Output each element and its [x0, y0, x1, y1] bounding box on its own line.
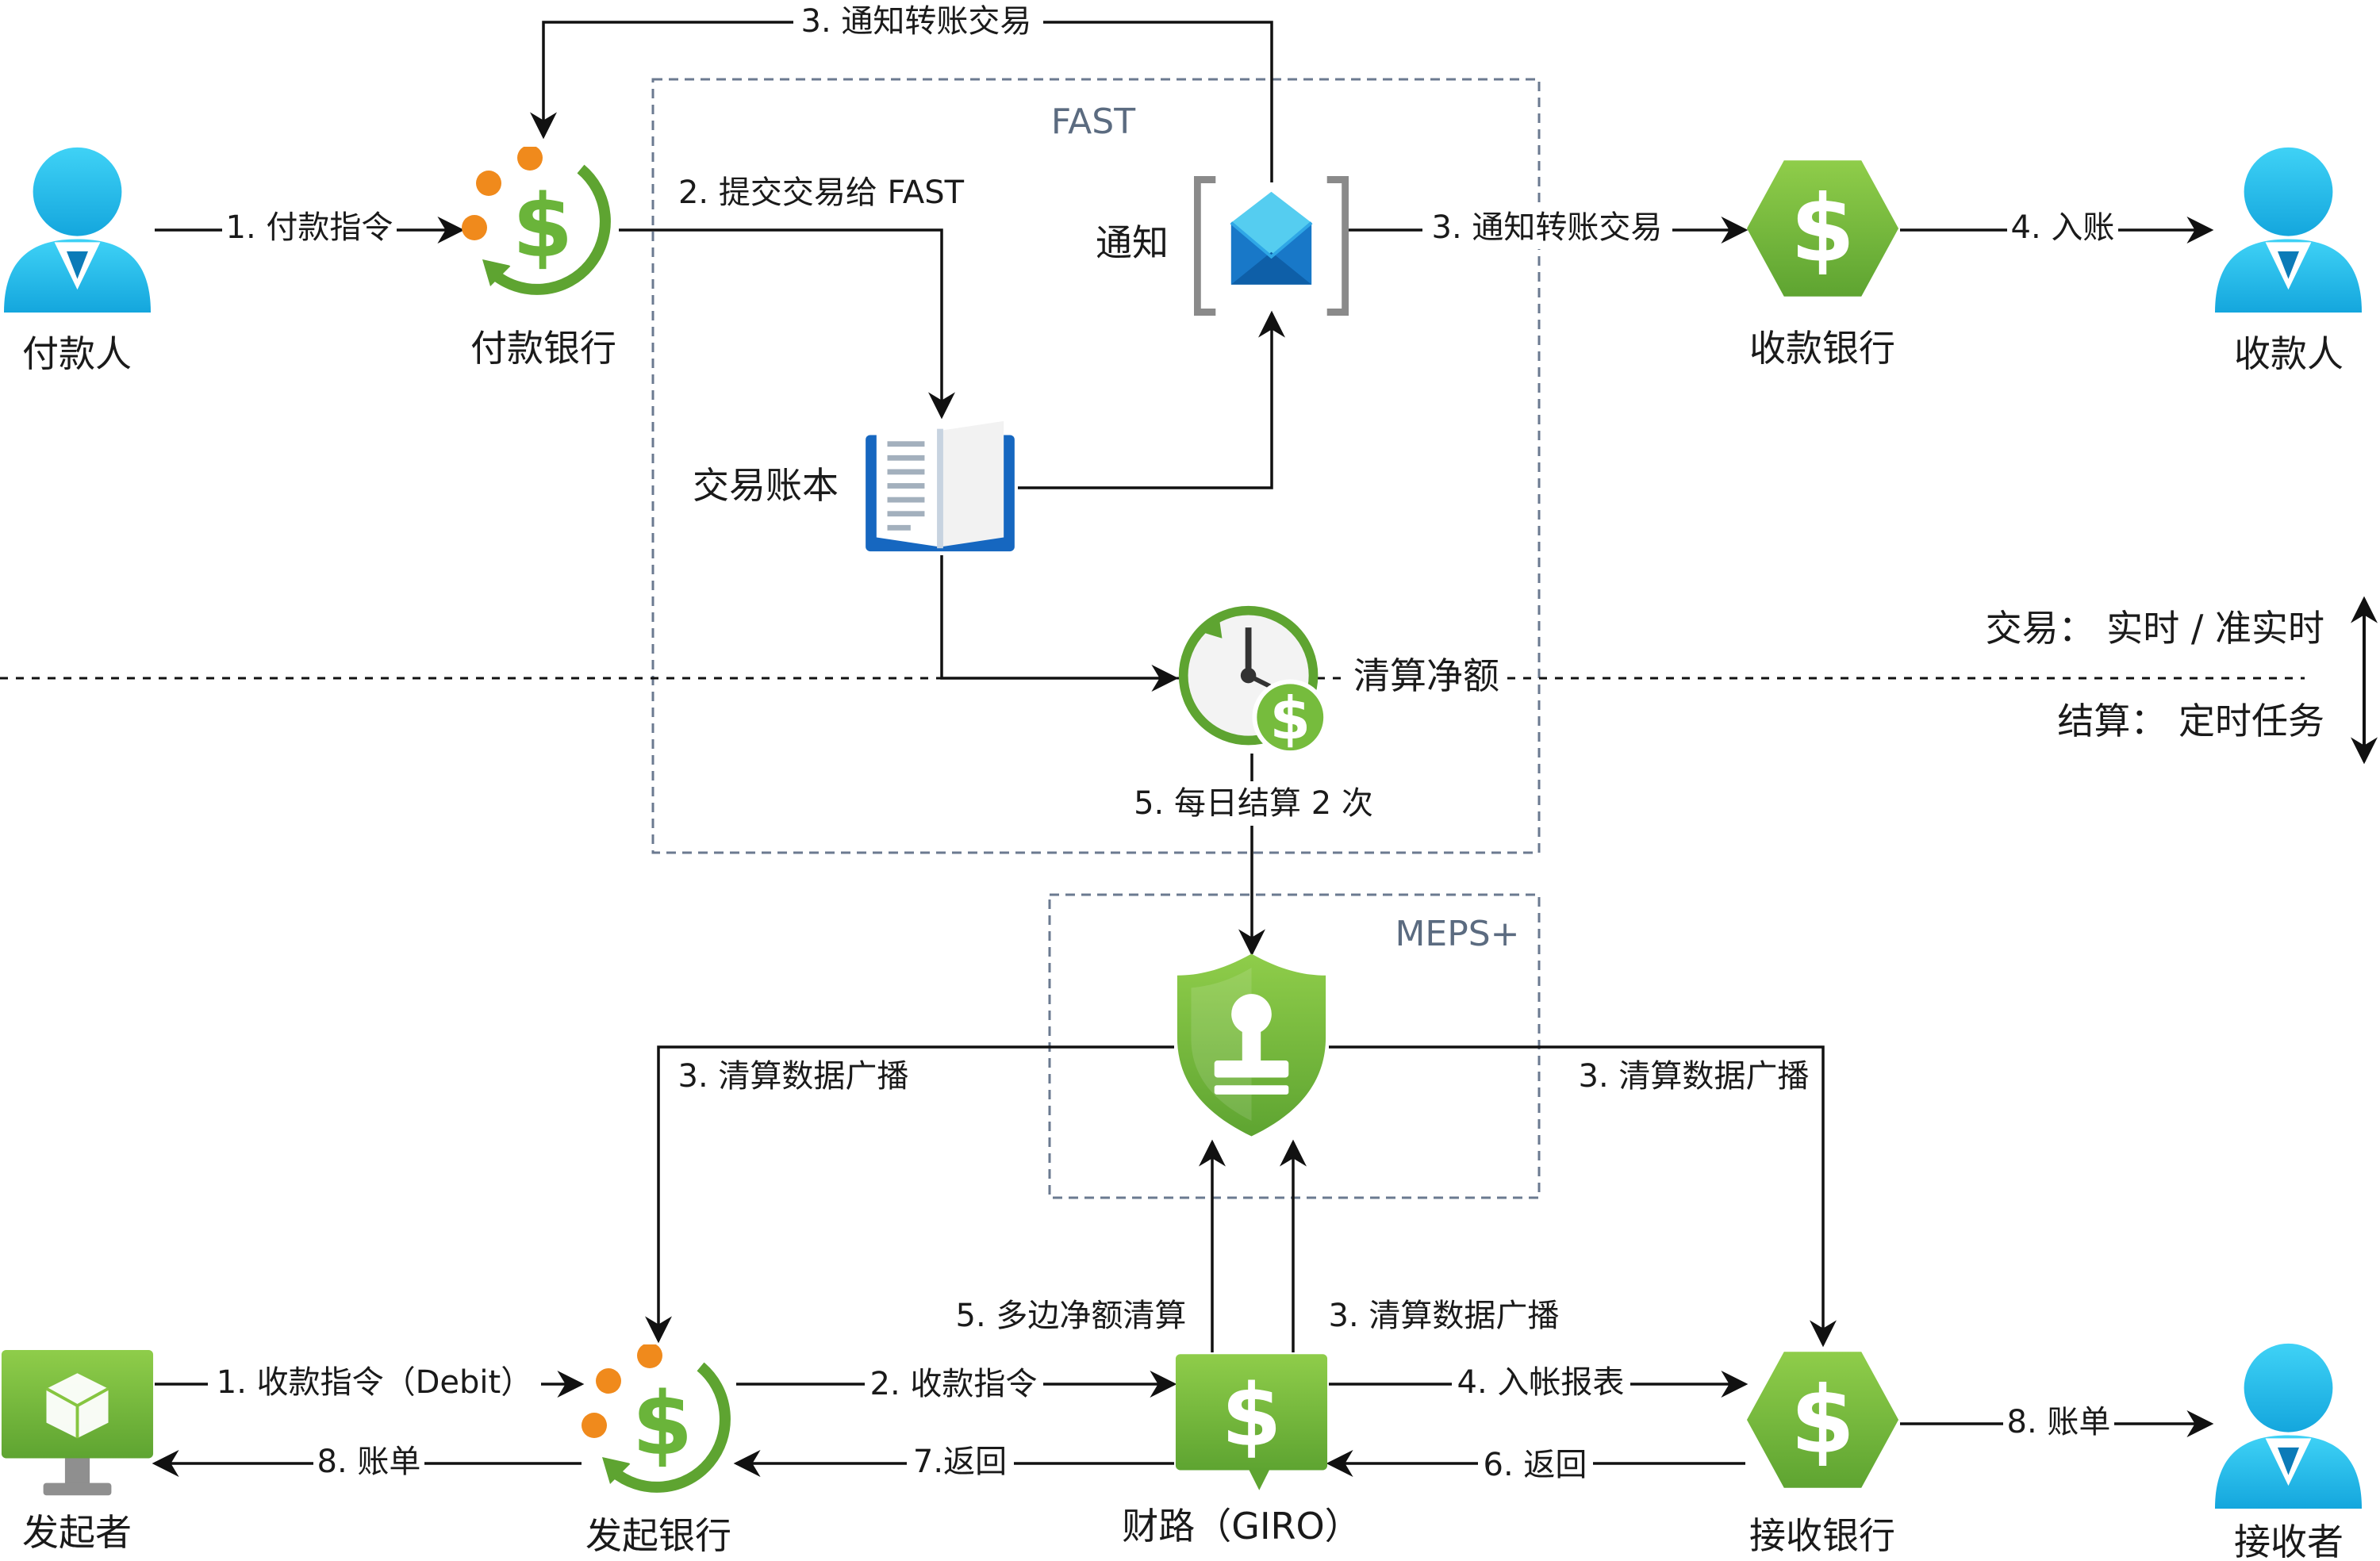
- ledger-label: 交易账本: [693, 464, 839, 507]
- paying-bank-cycle-dollar-icon: [462, 145, 605, 290]
- accepting-bank-hexagon-dollar-icon: [1746, 1352, 1899, 1488]
- edge-label-broadcast-right: 3. 清算数据广播: [1579, 1058, 1810, 1095]
- edge-label-return-7: 7.返回: [913, 1444, 1007, 1480]
- edge-ledger-to-notify: [1018, 310, 1285, 489]
- edge-label-broadcast-giro: 3. 清算数据广播: [1329, 1298, 1560, 1334]
- accepting-bank-label: 接收银行: [1749, 1514, 1895, 1557]
- netting-clock-dollar-icon: [1184, 611, 1326, 754]
- netting-label: 清算净额: [1353, 654, 1499, 697]
- giro-dollar-icon: [1175, 1354, 1328, 1490]
- receiving-bank-label: 收款银行: [1749, 327, 1895, 370]
- fast-group-label: FAST: [1051, 102, 1135, 142]
- edge-label-collect-instruction: 2. 收款指令: [870, 1366, 1038, 1402]
- meps-shield-stamp-icon: [1177, 953, 1326, 1137]
- edge-label-return-6: 6. 返回: [1484, 1447, 1587, 1483]
- acceptor-label: 接收者: [2234, 1521, 2344, 1561]
- edge-ledger-to-netting: [940, 555, 1179, 692]
- edge-label-bill-right: 8. 账单: [2007, 1404, 2111, 1440]
- edge-label-daily-settlement: 5. 每日结算 2 次: [1134, 785, 1373, 822]
- edge-label-notify-transfer: 3. 通知转账交易: [1432, 209, 1663, 246]
- edge-meps-to-accepting-bank: [1329, 1045, 1837, 1348]
- edge-label-top-notify: 3. 通知转账交易: [801, 3, 1032, 40]
- edge-label-submit-fast: 2. 提交交易给 FAST: [678, 175, 965, 211]
- edge-meps-to-initiating-bank: [645, 1045, 1174, 1344]
- initiating-bank-cycle-dollar-icon: [582, 1343, 725, 1487]
- fast-group: FAST: [651, 78, 1541, 854]
- payer-label: 付款人: [22, 332, 132, 375]
- edge-label-collect-debit: 1. 收款指令（Debit）: [217, 1364, 532, 1401]
- edge-label-credit: 4. 入账: [2011, 209, 2115, 246]
- initiator-monitor-cube-icon: [0, 1348, 155, 1498]
- initiator-label: 发起者: [22, 1511, 132, 1554]
- payee-label: 收款人: [2234, 332, 2344, 375]
- legend-scheduled-label: 结算： 定时任务: [2057, 700, 2324, 742]
- legend-realtime-label: 交易： 实时 / 准实时: [1986, 607, 2324, 650]
- edge-label-broadcast-left: 3. 清算数据广播: [678, 1058, 909, 1095]
- receiving-bank-hexagon-dollar-icon: [1746, 160, 1899, 297]
- edge-label-bill-left: 8. 账单: [317, 1444, 421, 1480]
- notify-email-icon: [1196, 178, 1347, 314]
- acceptor-person-icon: [2214, 1343, 2363, 1509]
- edge-label-multilateral: 5. 多边净额清算: [956, 1298, 1187, 1334]
- payer-person-icon: [3, 147, 152, 313]
- initiating-bank-label: 发起银行: [585, 1514, 731, 1557]
- meps-group-label: MEPS+: [1395, 914, 1519, 954]
- giro-label: 财路（GIRO）: [1122, 1505, 1361, 1548]
- edge-label-payment-instruction: 1. 付款指令: [226, 209, 393, 246]
- paying-bank-label: 付款银行: [470, 327, 616, 370]
- edge-paying-bank-to-ledger: [619, 228, 955, 420]
- payee-person-icon: [2214, 147, 2363, 313]
- edge-label-entry-report: 4. 入帐报表: [1457, 1364, 1625, 1401]
- ledger-book-icon: [866, 420, 1015, 552]
- notify-label: 通知: [1096, 221, 1169, 264]
